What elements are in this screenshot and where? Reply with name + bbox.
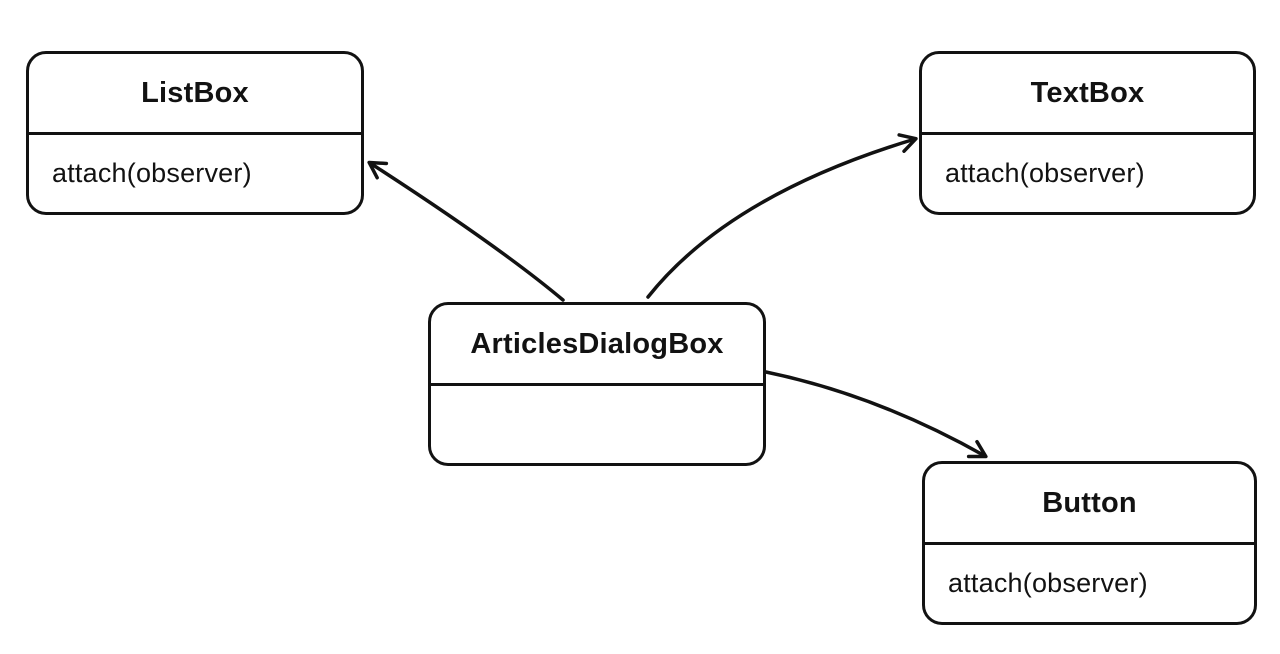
arrow-articlesdialogbox-to-button bbox=[764, 370, 988, 459]
class-box-listbox: ListBox attach(observer) bbox=[26, 51, 364, 215]
class-method-textbox: attach(observer) bbox=[945, 158, 1145, 188]
arrow-articlesdialogbox-to-listbox bbox=[367, 160, 565, 302]
class-method-button: attach(observer) bbox=[948, 568, 1148, 598]
class-title-button: Button bbox=[925, 464, 1254, 545]
class-title-articlesdialogbox: ArticlesDialogBox bbox=[431, 305, 763, 386]
class-box-button: Button attach(observer) bbox=[922, 461, 1257, 625]
class-box-articlesdialogbox: ArticlesDialogBox bbox=[428, 302, 766, 466]
class-title-listbox: ListBox bbox=[29, 54, 361, 135]
class-box-textbox: TextBox attach(observer) bbox=[919, 51, 1256, 215]
arrow-articlesdialogbox-to-textbox bbox=[646, 133, 918, 299]
class-title-textbox: TextBox bbox=[922, 54, 1253, 135]
class-method-listbox: attach(observer) bbox=[52, 158, 252, 188]
